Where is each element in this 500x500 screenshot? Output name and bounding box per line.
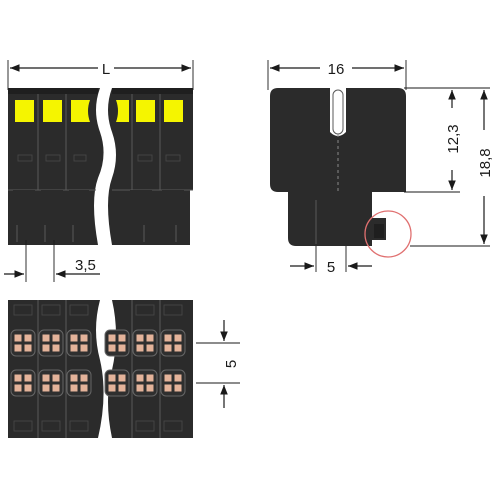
contact-point: [136, 344, 144, 352]
height-total-dimension: 18,8: [410, 90, 494, 247]
contact-point: [146, 344, 154, 352]
release-button: [43, 100, 62, 122]
release-button: [71, 100, 90, 122]
contact-cell: [10, 369, 36, 397]
contact-point: [14, 344, 22, 352]
contact-cell: [66, 329, 92, 357]
contact-point: [164, 344, 172, 352]
contact-cell: [132, 369, 158, 397]
side-view: 16 5 12,3: [267, 60, 494, 276]
contact-point: [118, 344, 126, 352]
contact-point: [80, 344, 88, 352]
pitch-label: 3,5: [75, 257, 96, 274]
contact-cell: [66, 369, 92, 397]
contact-point: [136, 384, 144, 392]
offset-dimension: 5: [290, 246, 372, 276]
contact-point: [80, 374, 88, 382]
contact-point: [52, 344, 60, 352]
contact-point: [52, 334, 60, 342]
contact-cell: [104, 329, 130, 357]
contact-point: [24, 344, 32, 352]
contact-point: [118, 374, 126, 382]
width-label: 16: [328, 61, 345, 78]
contact-point: [118, 384, 126, 392]
contact-point: [52, 384, 60, 392]
contact-point: [24, 384, 32, 392]
detail-highlight-circle: [364, 210, 412, 258]
contact-point: [70, 374, 78, 382]
contact-point: [146, 384, 154, 392]
contact-point: [24, 334, 32, 342]
front-view: L: [4, 60, 194, 282]
contact-point: [164, 374, 172, 382]
width-dimension: 16: [267, 60, 407, 90]
contact-point: [164, 334, 172, 342]
release-button: [15, 100, 34, 122]
contact-point: [42, 344, 50, 352]
length-dimension: L: [7, 60, 194, 90]
contact-point: [118, 334, 126, 342]
contact-point: [174, 384, 182, 392]
front-block-right: [108, 88, 193, 245]
row-spacing-label: 5: [223, 360, 240, 368]
release-button: [116, 100, 129, 122]
height-upper-label: 12,3: [445, 124, 462, 153]
contact-point: [136, 334, 144, 342]
row-spacing-dimension: 5: [196, 320, 240, 408]
mating-face-view: [8, 300, 193, 438]
contact-point: [108, 334, 116, 342]
contact-point: [146, 334, 154, 342]
contact-point: [108, 374, 116, 382]
contact-point: [42, 374, 50, 382]
contact-cell: [10, 329, 36, 357]
pitch-dimension: 3,5: [4, 240, 100, 282]
offset-label: 5: [327, 259, 335, 276]
contact-cell: [104, 369, 130, 397]
contact-cell: [38, 369, 64, 397]
contact-cell: [160, 369, 186, 397]
contact-point: [164, 384, 172, 392]
contact-point: [146, 374, 154, 382]
front-block-left: [8, 88, 104, 245]
contact-point: [42, 334, 50, 342]
contact-point: [136, 374, 144, 382]
contact-cell: [132, 329, 158, 357]
contact-point: [42, 384, 50, 392]
contact-point: [174, 374, 182, 382]
contact-point: [24, 374, 32, 382]
contact-point: [108, 344, 116, 352]
contact-point: [70, 384, 78, 392]
contact-point: [174, 334, 182, 342]
contact-cell: [38, 329, 64, 357]
height-upper-dimension: 12,3: [404, 87, 490, 193]
contact-cell: [160, 329, 186, 357]
contact-point: [14, 374, 22, 382]
contact-grid: [10, 329, 186, 397]
contact-point: [174, 344, 182, 352]
contact-point: [80, 384, 88, 392]
contact-point: [52, 374, 60, 382]
contact-point: [70, 344, 78, 352]
release-button: [164, 100, 183, 122]
contact-point: [14, 384, 22, 392]
contact-point: [14, 334, 22, 342]
contact-point: [80, 334, 88, 342]
contact-point: [70, 334, 78, 342]
contact-point: [108, 384, 116, 392]
height-total-label: 18,8: [477, 148, 494, 177]
length-label: L: [102, 61, 110, 78]
release-button: [136, 100, 155, 122]
